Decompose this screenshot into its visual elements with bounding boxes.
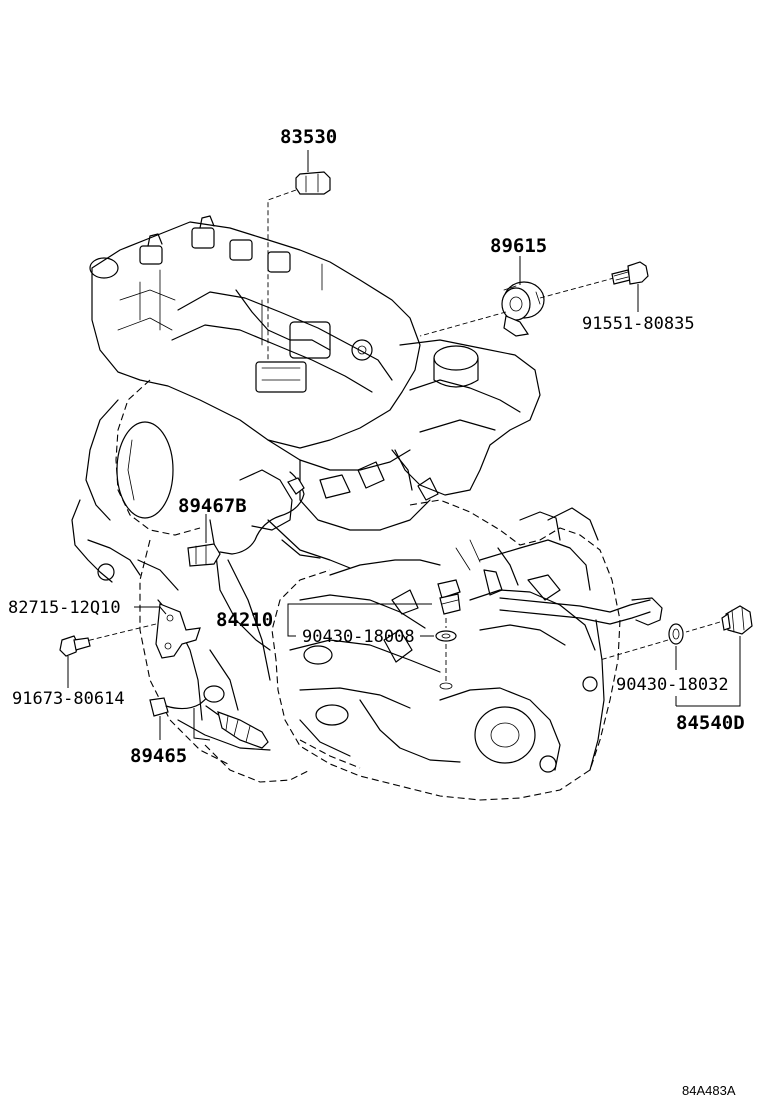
pressure-switch-icon (295, 171, 331, 195)
label-83530: 83530 (280, 126, 337, 148)
gasket-icon (435, 630, 457, 642)
label-89465: 89465 (130, 745, 187, 767)
label-84210: 84210 (216, 609, 273, 631)
label-91551-80835: 91551-80835 (582, 314, 695, 334)
label-90430-18008: 90430-18008 (302, 627, 415, 647)
oxygen-sensor-icon (187, 471, 305, 567)
bolt-icon (611, 261, 649, 285)
pulley-icon (501, 281, 545, 337)
label-82715-12q10: 82715-12Q10 (8, 598, 121, 618)
engine-illustration (71, 215, 663, 801)
gasket-icon (668, 623, 684, 645)
label-89467b: 89467B (178, 495, 247, 517)
bolt-icon (59, 635, 91, 657)
bracket-icon (155, 603, 201, 659)
oxygen-sensor-icon (149, 685, 269, 749)
label-90430-18032: 90430-18032 (616, 675, 729, 695)
label-84540d: 84540D (676, 712, 745, 734)
speed-sensor-icon (437, 579, 461, 615)
diagram-code: 84A483A (682, 1083, 736, 1098)
label-91673-80614: 91673-80614 (12, 689, 125, 709)
neutral-switch-icon (721, 605, 753, 635)
label-89615: 89615 (490, 235, 547, 257)
